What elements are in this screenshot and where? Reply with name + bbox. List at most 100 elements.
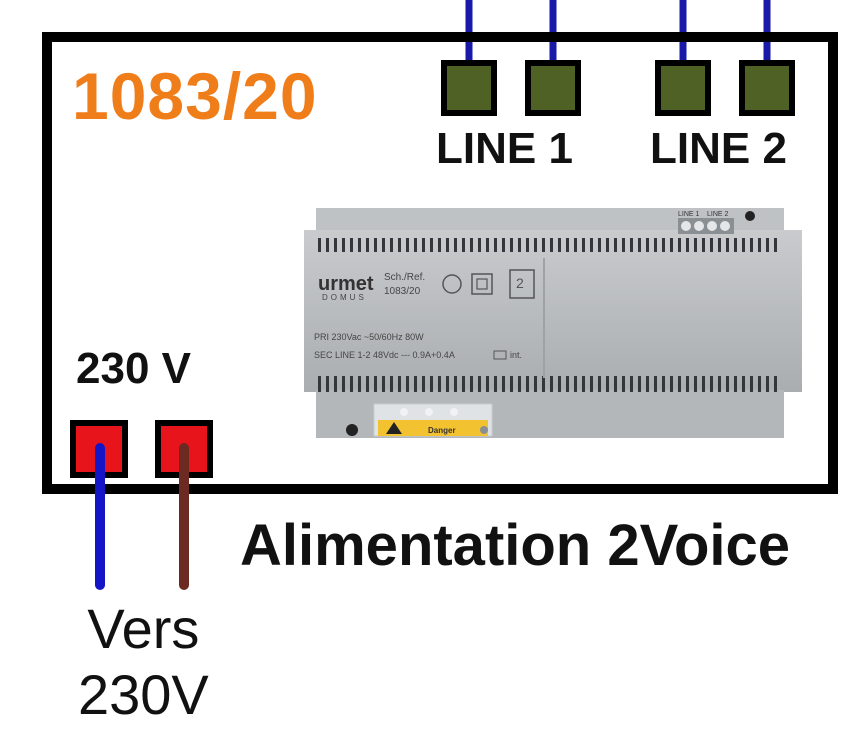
vent-slot [526, 376, 529, 392]
vent-slot [582, 238, 585, 252]
device-sec-text: SEC LINE 1-2 48Vdc --- 0.9A+0.4A [314, 350, 455, 360]
vent-slot [446, 238, 449, 252]
vent-slot [734, 238, 737, 252]
vent-slot [478, 376, 481, 392]
vent-slot [574, 238, 577, 252]
vent-slot [342, 376, 345, 392]
vent-slot [606, 376, 609, 392]
vent-slot [766, 376, 769, 392]
vent-slot [678, 376, 681, 392]
vent-slot [566, 238, 569, 252]
vent-slot [454, 376, 457, 392]
vent-slot [758, 376, 761, 392]
vent-slot [414, 238, 417, 252]
vent-slot [542, 238, 545, 252]
vent-slot [734, 376, 737, 392]
vent-slot [742, 238, 745, 252]
vent-slot [374, 238, 377, 252]
vent-slot [710, 238, 713, 252]
destination-label: Vers 230V [78, 596, 209, 728]
device-brand-sub: DOMUS [322, 293, 367, 302]
vent-slot [398, 376, 401, 392]
vent-slot [550, 238, 553, 252]
vent-slot [510, 376, 513, 392]
power-supply-frame [42, 32, 838, 494]
vent-slot [646, 376, 649, 392]
vent-slot [318, 376, 321, 392]
device-pri-text: PRI 230Vac ~50/60Hz 80W [314, 332, 424, 342]
vent-slot [622, 376, 625, 392]
vent-slot [750, 376, 753, 392]
vent-slot [486, 376, 489, 392]
vent-slot [366, 238, 369, 252]
vent-slot [326, 376, 329, 392]
caption: Alimentation 2Voice [240, 513, 791, 578]
vent-slot [390, 376, 393, 392]
vent-slot [342, 238, 345, 252]
vent-slot [534, 238, 537, 252]
vent-slot [550, 376, 553, 392]
line1-terminal-b [525, 60, 581, 116]
vent-slot [670, 376, 673, 392]
vent-slot [582, 376, 585, 392]
fuse-icon [442, 274, 462, 294]
vent-slot [686, 376, 689, 392]
vent-slot [470, 238, 473, 252]
vent-slot [630, 238, 633, 252]
vent-slot [334, 376, 337, 392]
vent-slot [422, 238, 425, 252]
line1-terminal-a [441, 60, 497, 116]
vent-slot [670, 238, 673, 252]
vent-slot [366, 376, 369, 392]
vent-slot [358, 376, 361, 392]
vent-slot [606, 238, 609, 252]
vent-slot [494, 376, 497, 392]
device-warning-text: Danger [428, 426, 456, 435]
vent-slot [614, 376, 617, 392]
vent-slot [646, 238, 649, 252]
line2-terminal-a [655, 60, 711, 116]
transformer-icon [493, 350, 507, 360]
vent-slot [702, 376, 705, 392]
vent-slot [374, 376, 377, 392]
vent-slot [502, 238, 505, 252]
vent-slot [590, 238, 593, 252]
vent-slot [558, 238, 561, 252]
terminal-screw [694, 221, 704, 231]
vent-slot [574, 376, 577, 392]
vent-slot [454, 238, 457, 252]
vent-slot [678, 238, 681, 252]
vent-slot [718, 376, 721, 392]
vent-slot [654, 376, 657, 392]
vent-slot [686, 238, 689, 252]
vent-slot [422, 376, 425, 392]
vent-slot [558, 376, 561, 392]
vent-slot [430, 238, 433, 252]
vent-slot [590, 376, 593, 392]
vents-top [318, 238, 777, 252]
vent-slot [598, 238, 601, 252]
device-terminal-label-2: LINE 2 [707, 211, 729, 218]
vent-slot [726, 238, 729, 252]
vent-slot [318, 238, 321, 252]
svg-text:2: 2 [516, 275, 524, 291]
line2-label: LINE 2 [650, 124, 787, 173]
vent-slot [430, 376, 433, 392]
vent-slot [406, 376, 409, 392]
vent-slot [518, 238, 521, 252]
vent-slot [382, 376, 385, 392]
vent-slot [638, 238, 641, 252]
vent-slot [382, 238, 385, 252]
vent-slot [758, 238, 761, 252]
vent-slot [350, 376, 353, 392]
vent-slot [542, 376, 545, 392]
vent-slot [470, 376, 473, 392]
vent-slot [478, 238, 481, 252]
vent-slot [390, 238, 393, 252]
vent-slot [774, 238, 777, 252]
vent-slot [694, 238, 697, 252]
vent-slot [654, 238, 657, 252]
device-body [304, 230, 802, 392]
vents-bottom [318, 376, 777, 392]
